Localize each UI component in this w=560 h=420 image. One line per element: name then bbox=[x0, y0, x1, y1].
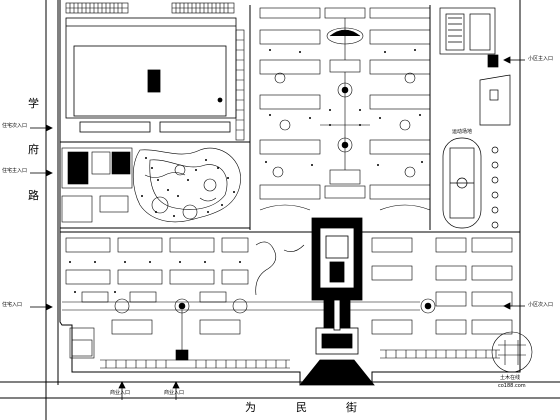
southwest-residential bbox=[62, 237, 420, 369]
east-complex bbox=[439, 7, 511, 229]
large-block-building bbox=[65, 17, 237, 133]
watermark-logo bbox=[491, 331, 533, 373]
west-road-char-3: 路 bbox=[28, 189, 39, 202]
west-road-char-2: 府 bbox=[28, 143, 39, 156]
west-road-char-1: 学 bbox=[28, 97, 39, 110]
south-road-char-2: 民 bbox=[296, 401, 307, 414]
west-entrance-low-label: 住宅入口 bbox=[2, 302, 23, 308]
east-entrance-low-label: 小区次入口 bbox=[528, 302, 554, 308]
central-commercial-axis bbox=[299, 217, 375, 386]
west-entrance-mid-label: 住宅主入口 bbox=[2, 168, 28, 174]
south-entrance-label: 商业入口 bbox=[110, 390, 131, 396]
southeast-residential bbox=[255, 237, 513, 359]
north-residential-cluster bbox=[259, 7, 431, 211]
watermark-text: 土木在线 bbox=[500, 375, 521, 381]
garden-area bbox=[61, 147, 241, 223]
south-entrance-label-2: 商业入口 bbox=[164, 390, 185, 396]
south-road-char-1: 为 bbox=[245, 401, 256, 414]
entrance-arrows bbox=[30, 56, 525, 400]
watermark-url: co188.com bbox=[498, 383, 526, 389]
west-entrance-top-label: 住宅次入口 bbox=[2, 123, 28, 129]
east-entrance-top-label: 小区主入口 bbox=[528, 56, 554, 62]
sports-field-label: 运动场地 bbox=[452, 129, 473, 135]
south-road-char-3: 街 bbox=[346, 401, 357, 414]
